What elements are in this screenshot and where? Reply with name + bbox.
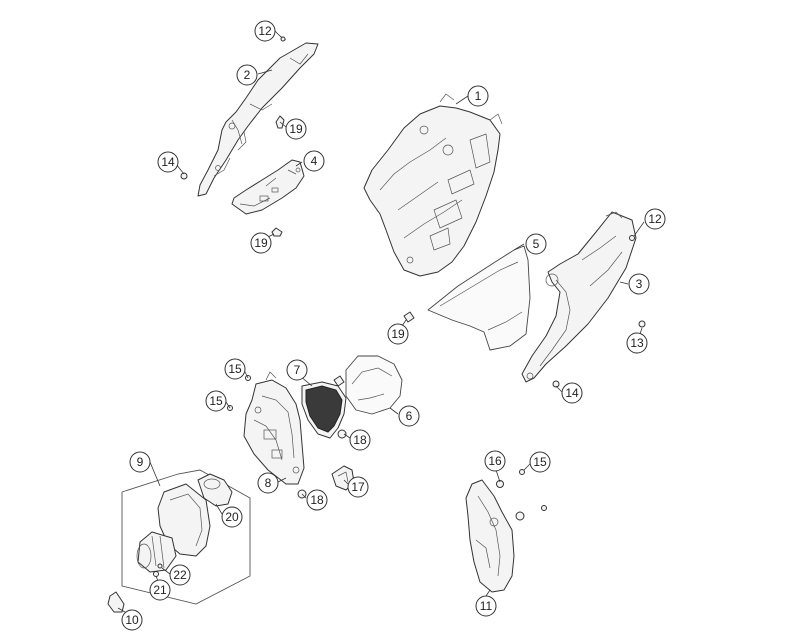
callout-15b: 15 [205,390,227,412]
part-10-plug [107,591,125,613]
callout-16: 16 [484,450,506,472]
callout-label: 14 [161,155,175,169]
callout-14b: 14 [561,382,583,404]
callout-label: 14 [565,386,579,400]
callout-label: 19 [254,236,268,250]
callout-20: 20 [221,506,243,528]
callout-15a: 15 [224,358,246,380]
callout-5: 5 [525,233,547,255]
callout-label: 15 [533,455,547,469]
hardware [153,35,646,577]
callout-19b: 19 [250,232,272,254]
callout-19c: 19 [387,323,409,345]
part-8-airbox-frame [243,371,305,485]
part-6-filter-cover [345,355,403,415]
callout-11: 11 [475,595,497,617]
callout-18b: 18 [306,489,328,511]
callout-label: 19 [391,327,405,341]
part-1-main-shroud [363,93,503,277]
callout-21: 21 [149,579,171,601]
callout-label: 1 [475,89,482,103]
part-7-air-filter [301,381,347,439]
part-4-lower-panel [231,159,305,215]
callout-label: 3 [636,277,643,291]
callout-label: 11 [480,599,493,613]
leader-lines [117,30,645,617]
part-3-right-panel [521,211,637,383]
callout-1: 1 [467,85,489,107]
part-2-side-panel [197,42,319,197]
callout-label: 21 [153,583,167,597]
callout-label: 22 [173,568,187,582]
part-11-lower-cover [465,479,515,593]
callout-22: 22 [169,564,191,586]
callout-6: 6 [398,405,420,427]
callout-label: 8 [265,476,272,490]
callout-label: 15 [228,362,242,376]
part-9-intake-assembly [121,469,251,605]
callout-4: 4 [303,150,325,172]
callout-12a: 12 [254,20,276,42]
callout-label: 12 [648,212,662,226]
callout-label: 4 [311,154,318,168]
callout-8: 8 [257,472,279,494]
callout-label: 12 [258,24,272,38]
callout-label: 18 [353,433,367,447]
callout-label: 2 [244,68,251,82]
callout-9: 9 [129,451,151,473]
callout-13: 13 [626,332,648,354]
callout-label: 13 [630,336,644,350]
callout-label: 18 [310,493,324,507]
callout-10: 10 [121,609,143,631]
part-5-side-panel [427,245,531,351]
callout-label: 6 [406,409,413,423]
callout-label: 17 [351,480,365,494]
callout-label: 5 [533,237,540,251]
callout-label: 7 [294,363,301,377]
callout-12b: 12 [644,208,666,230]
callout-label: 15 [209,394,223,408]
callout-14a: 14 [157,151,179,173]
callout-label: 16 [488,454,502,468]
callout-label: 9 [137,455,144,469]
callout-15c: 15 [529,451,551,473]
callout-2: 2 [236,64,258,86]
callout-17: 17 [347,476,369,498]
callout-label: 20 [225,510,239,524]
callout-label: 19 [289,122,303,136]
callout-3: 3 [628,273,650,295]
callout-7: 7 [286,359,308,381]
callout-label: 10 [125,613,139,627]
callout-18a: 18 [349,429,371,451]
callout-19a: 19 [285,118,307,140]
